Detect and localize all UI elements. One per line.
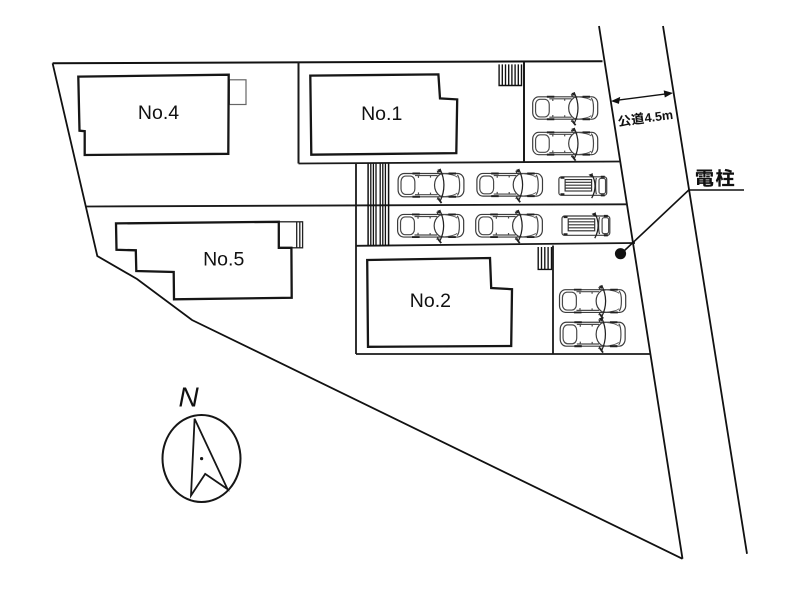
svg-text:4.5m: 4.5m	[644, 108, 674, 126]
svg-text:N: N	[179, 382, 200, 413]
svg-text:No.1: No.1	[361, 103, 402, 125]
svg-text:No.2: No.2	[410, 290, 451, 312]
svg-text:No.5: No.5	[203, 248, 244, 270]
svg-text:No.4: No.4	[138, 102, 179, 124]
